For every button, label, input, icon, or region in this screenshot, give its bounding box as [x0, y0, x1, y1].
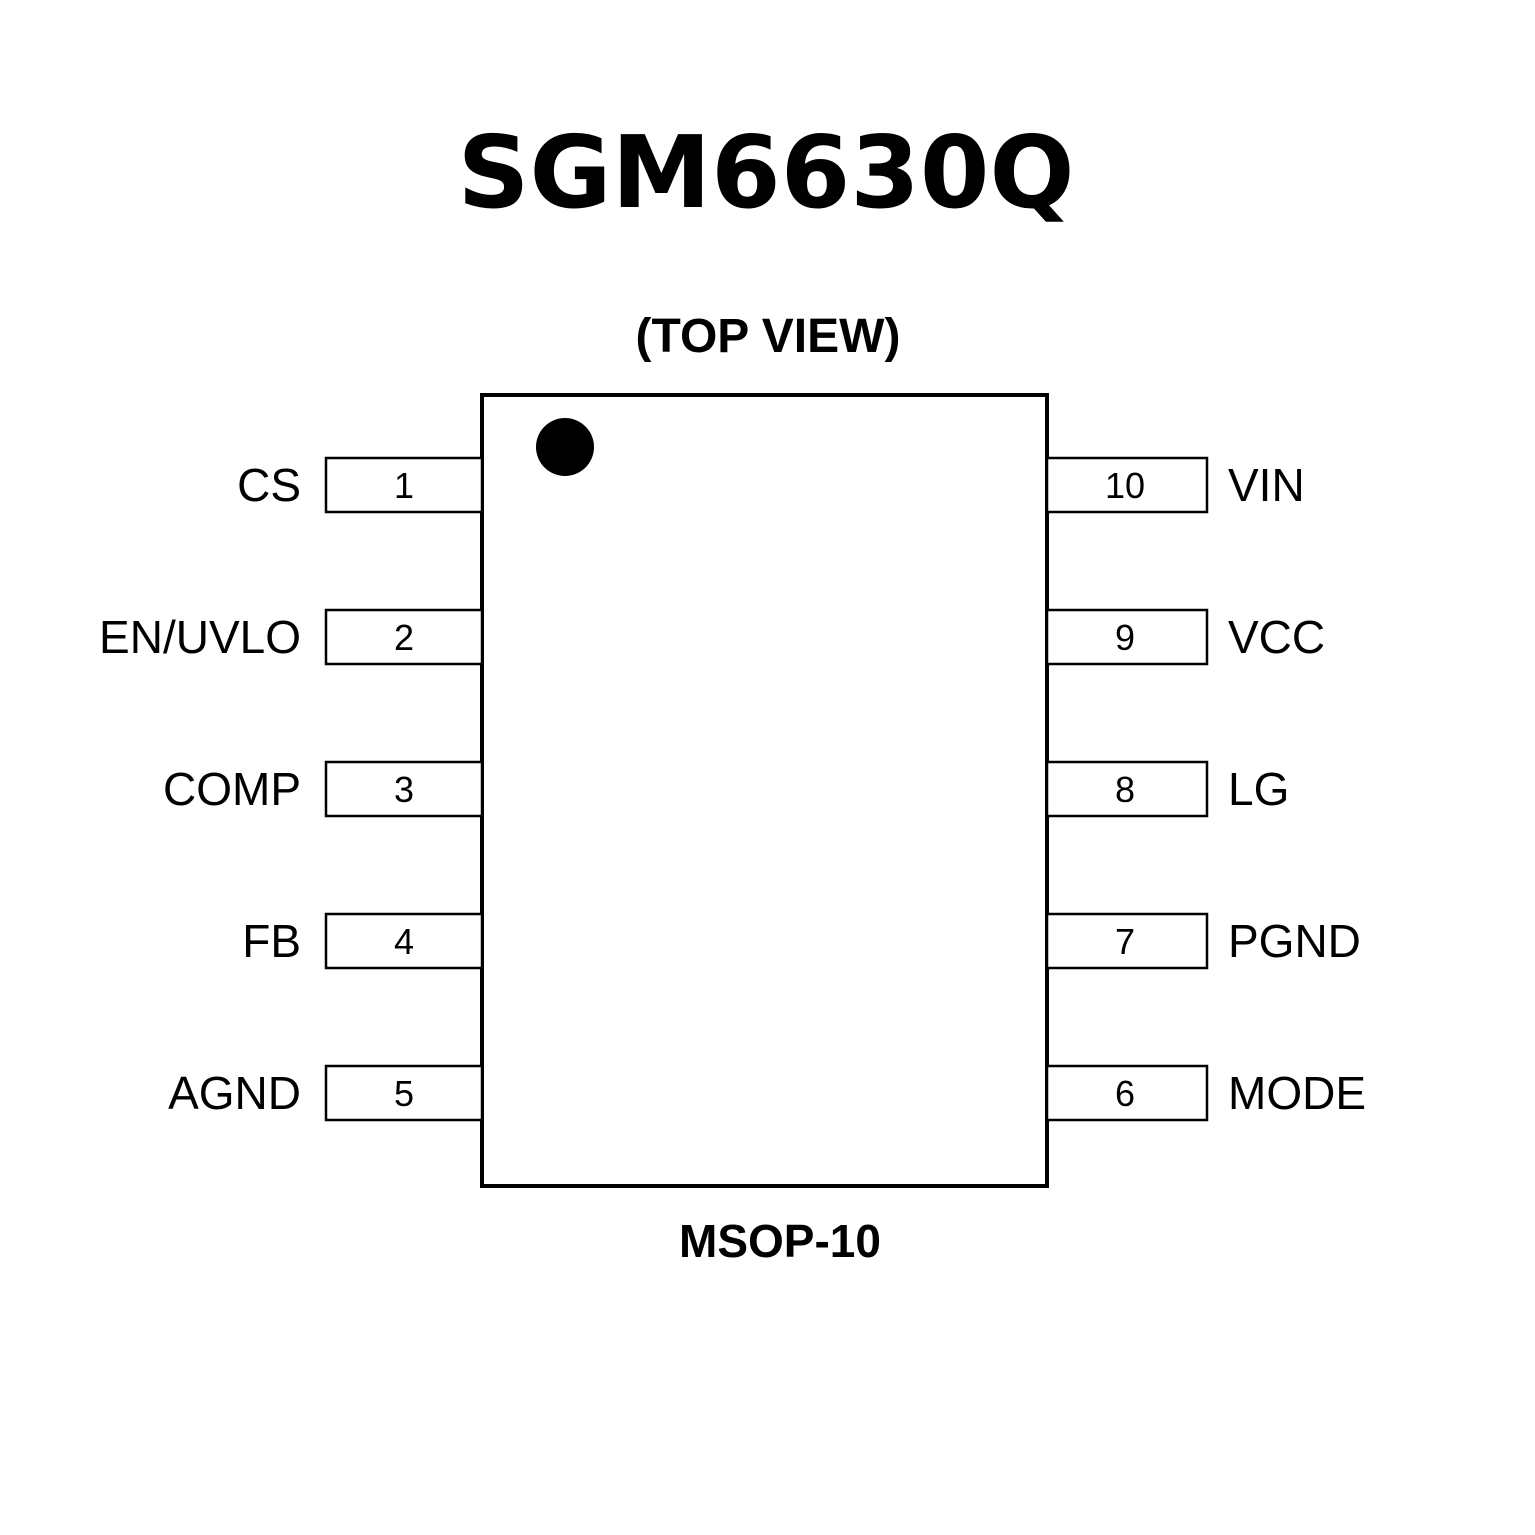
- pin1-marker-dot: [536, 418, 594, 476]
- pin-4: 4 FB: [242, 912, 484, 970]
- pin-name: COMP: [163, 763, 301, 815]
- pin-number: 2: [394, 617, 414, 658]
- left-pins: 1 CS 2 EN/UVLO 3 COMP 4 FB 5 AGND: [99, 456, 484, 1122]
- pin-lead: [1045, 760, 1209, 818]
- package-label: MSOP-10: [679, 1215, 881, 1267]
- pin-number: 3: [394, 769, 414, 810]
- pin-lead: [324, 608, 484, 666]
- pin-lead: [1045, 456, 1209, 514]
- pin-number: 8: [1115, 769, 1135, 810]
- pin-name: FB: [242, 915, 301, 967]
- pin-lead: [1045, 1064, 1209, 1122]
- chip-title: SGM6630Q: [458, 114, 1075, 231]
- pin-lead: [1045, 608, 1209, 666]
- pin-lead: [324, 760, 484, 818]
- pin-1: 1 CS: [237, 456, 484, 514]
- pin-number: 4: [394, 921, 414, 962]
- pin-lead: [324, 456, 484, 514]
- pin-number: 6: [1115, 1073, 1135, 1114]
- right-pins: 10 VIN 9 VCC 8 LG 7 PGND 6 MODE: [1045, 456, 1366, 1122]
- pin-number: 9: [1115, 617, 1135, 658]
- pin-name: MODE: [1228, 1067, 1366, 1119]
- pin-name: PGND: [1228, 915, 1361, 967]
- pin-lead: [324, 1064, 484, 1122]
- pin-7: 7 PGND: [1045, 912, 1361, 970]
- pin-name: AGND: [168, 1067, 301, 1119]
- pin-name: EN/UVLO: [99, 611, 301, 663]
- chip-body: [480, 393, 1049, 1188]
- pin-number: 1: [394, 465, 414, 506]
- pin-3: 3 COMP: [163, 760, 484, 818]
- pin-9: 9 VCC: [1045, 608, 1325, 666]
- pin-number: 5: [394, 1073, 414, 1114]
- pin-number: 10: [1105, 465, 1145, 506]
- view-label: (TOP VIEW): [636, 310, 901, 363]
- pin-8: 8 LG: [1045, 760, 1289, 818]
- pin-lead: [324, 912, 484, 970]
- pin-6: 6 MODE: [1045, 1064, 1366, 1122]
- pin-5: 5 AGND: [168, 1064, 484, 1122]
- pin-lead: [1045, 912, 1209, 970]
- pin-name: VIN: [1228, 459, 1305, 511]
- pin-name: VCC: [1228, 611, 1325, 663]
- pin-name: LG: [1228, 763, 1289, 815]
- pin-number: 7: [1115, 921, 1135, 962]
- pin-name: CS: [237, 459, 301, 511]
- pin-2: 2 EN/UVLO: [99, 608, 484, 666]
- pin-10: 10 VIN: [1045, 456, 1305, 514]
